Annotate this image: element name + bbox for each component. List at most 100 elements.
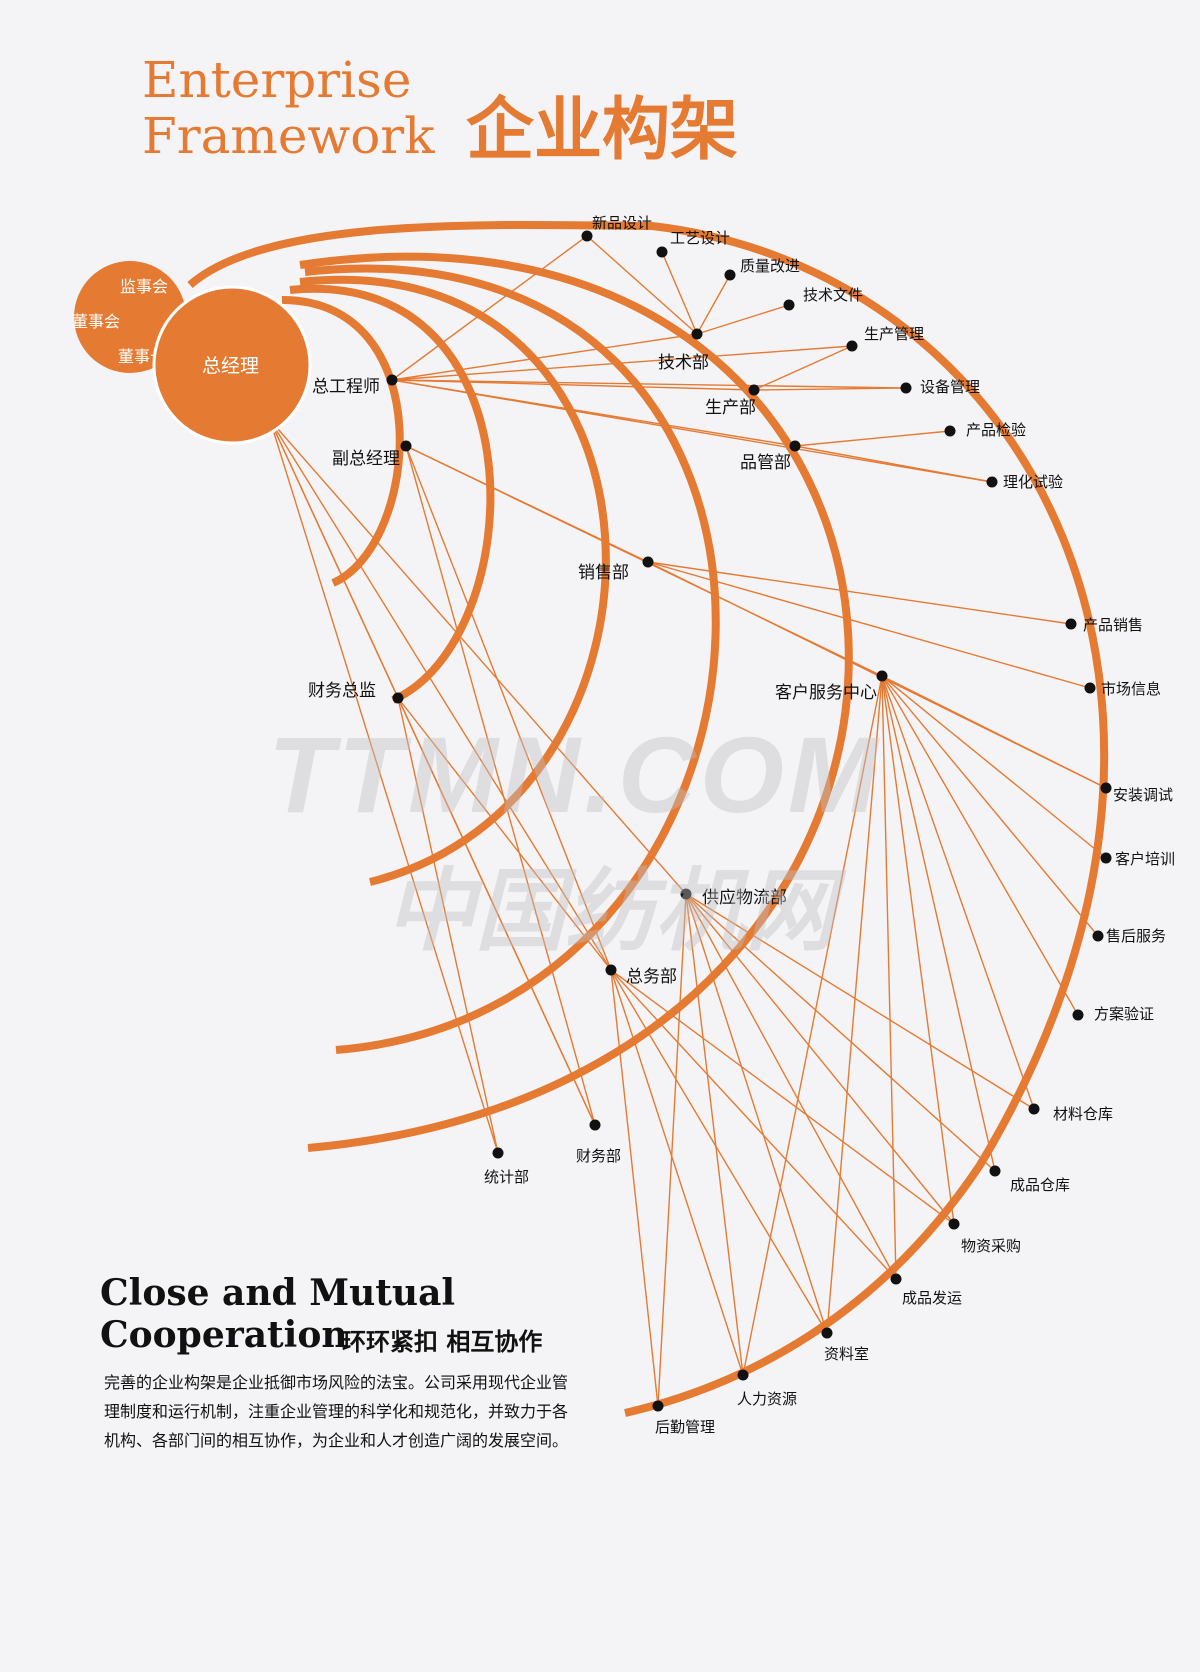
node-dot-em: [900, 382, 912, 394]
label-human-resources: 人力资源: [737, 1390, 797, 1408]
node-dot-mi: [1084, 682, 1096, 694]
label-archives: 资料室: [824, 1345, 869, 1363]
node-dot-fd: [589, 1119, 601, 1131]
label-production-dept: 生产部: [705, 398, 756, 418]
connector-chief-em: [391, 379, 907, 389]
label-installation: 安装调试: [1113, 786, 1173, 804]
label-after-sales: 售后服务: [1106, 927, 1166, 945]
label-statistics-dept: 统计部: [484, 1168, 529, 1186]
connector-cs-sv: [881, 675, 1079, 1016]
connector-cs-mw: [881, 675, 1035, 1110]
node-dot-npd: [581, 230, 593, 242]
description-paragraph: 完善的企业构架是企业抵御市场风险的法宝。公司采用现代企业管 理制度和运行机制，注…: [104, 1368, 594, 1455]
node-dot-pm: [846, 340, 858, 352]
node-dot-sales: [642, 556, 654, 568]
node-dot-mw: [1028, 1103, 1040, 1115]
node-dot-ps: [1065, 618, 1077, 630]
label-finance-dept: 财务部: [576, 1147, 621, 1165]
connector-chief-prod: [391, 379, 755, 391]
label-deputy-gm: 副总经理: [332, 449, 400, 469]
node-dot-ship: [890, 1273, 902, 1285]
arc-6: [187, 220, 1109, 1417]
node-dot-fin: [392, 692, 404, 704]
label-equipment-management: 设备管理: [920, 378, 980, 396]
node-dot-pt: [986, 476, 998, 488]
slogan-en-line2: Cooperation: [100, 1314, 348, 1356]
label-tech-documents: 技术文件: [803, 286, 863, 304]
connector-deputy-ga: [405, 445, 612, 971]
node-dot-td: [783, 299, 795, 311]
description-line1: 完善的企业构架是企业抵御市场风险的法宝。公司采用现代企业管: [104, 1373, 569, 1392]
node-dot-proc: [948, 1218, 960, 1230]
arc-1: [281, 296, 404, 587]
node-dot-tech: [691, 328, 703, 340]
label-finished-warehouse: 成品仓库: [1010, 1176, 1070, 1194]
label-customer-service: 客户服务中心: [775, 683, 877, 703]
arc-2: [289, 284, 495, 704]
connector-lines: [269, 235, 1107, 1407]
label-quality-dept: 品管部: [740, 453, 791, 473]
arc-4: [304, 264, 720, 1054]
node-dots: [386, 230, 1112, 1412]
connector-gm-supply: [269, 419, 687, 895]
connector-cs-arch: [826, 675, 883, 1334]
connector-qual-pi: [794, 430, 951, 447]
label-general-affairs: 总务部: [626, 967, 677, 987]
label-finance-director: 财务总监: [308, 681, 376, 701]
connector-tech-pd: [661, 251, 698, 335]
arc-5: [299, 252, 853, 1152]
gm-circle: [152, 285, 312, 445]
node-dot-lm: [652, 1400, 664, 1412]
label-new-product-design: 新品设计: [592, 214, 652, 232]
connector-sales-ps: [647, 561, 1072, 625]
label-logistics-management: 后勤管理: [655, 1418, 715, 1436]
node-dot-qual: [789, 440, 801, 452]
label-sales-dept: 销售部: [578, 563, 629, 583]
title-english: Enterprise Framework: [142, 52, 435, 164]
node-dot-arch: [821, 1327, 833, 1339]
title-en-line2: Framework: [142, 107, 435, 165]
connector-chief-tech: [391, 333, 698, 381]
connector-supply-ship: [685, 893, 897, 1280]
label-market-info: 市场信息: [1101, 680, 1161, 698]
connector-chief-npd: [391, 235, 588, 381]
title-en-line1: Enterprise: [142, 51, 412, 109]
gm-label: 总经理: [202, 355, 259, 377]
node-dot-prod: [748, 384, 760, 396]
node-dot-fw: [989, 1165, 1001, 1177]
watermark-chinese: 中国纺机网: [385, 859, 835, 964]
connector-prod-em: [753, 387, 907, 391]
node-dot-as: [1092, 930, 1104, 942]
connector-supply-hr: [685, 893, 744, 1376]
watermark-english: TTMN.COM: [268, 714, 882, 835]
node-dot-sd: [492, 1147, 504, 1159]
connector-supply-proc: [685, 893, 955, 1225]
node-labels: 总工程师 副总经理 财务总监 技术部 生产部 品管部 销售部 客户服务中心 供应…: [308, 214, 1175, 1436]
label-physchem-test: 理化试验: [1003, 473, 1063, 491]
connector-cs-fw: [881, 675, 996, 1172]
connector-ga-arch: [610, 969, 828, 1334]
node-dot-hr: [737, 1369, 749, 1381]
node-dot-pi: [944, 425, 956, 437]
description-line2: 理制度和运行机制，注重企业管理的科学化和规范化，并致力于各: [104, 1402, 569, 1421]
node-dot-chief: [386, 374, 398, 386]
connector-tech-qi: [696, 274, 731, 335]
connector-tech-td: [696, 304, 790, 335]
slogan-chinese: 环环紧扣 相互协作: [342, 1327, 543, 1356]
node-dot-ins: [1100, 782, 1112, 794]
label-product-inspection: 产品检验: [966, 421, 1026, 439]
node-dot-ct: [1100, 852, 1112, 864]
connector-ga-hr: [610, 969, 744, 1376]
connector-cs-hr: [742, 675, 883, 1376]
connector-supply-mw: [685, 893, 1035, 1110]
connector-gm-sd: [269, 419, 499, 1154]
label-chief-engineer: 总工程师: [312, 377, 380, 397]
arcs: [187, 220, 1109, 1417]
connector-prod-pm: [753, 345, 853, 391]
label-procurement: 物资采购: [961, 1237, 1021, 1255]
connector-fin-sd: [397, 697, 499, 1154]
label-supply-logistics: 供应物流部: [702, 888, 787, 908]
connector-supply-lm: [657, 893, 687, 1407]
node-dot-qi: [724, 269, 736, 281]
